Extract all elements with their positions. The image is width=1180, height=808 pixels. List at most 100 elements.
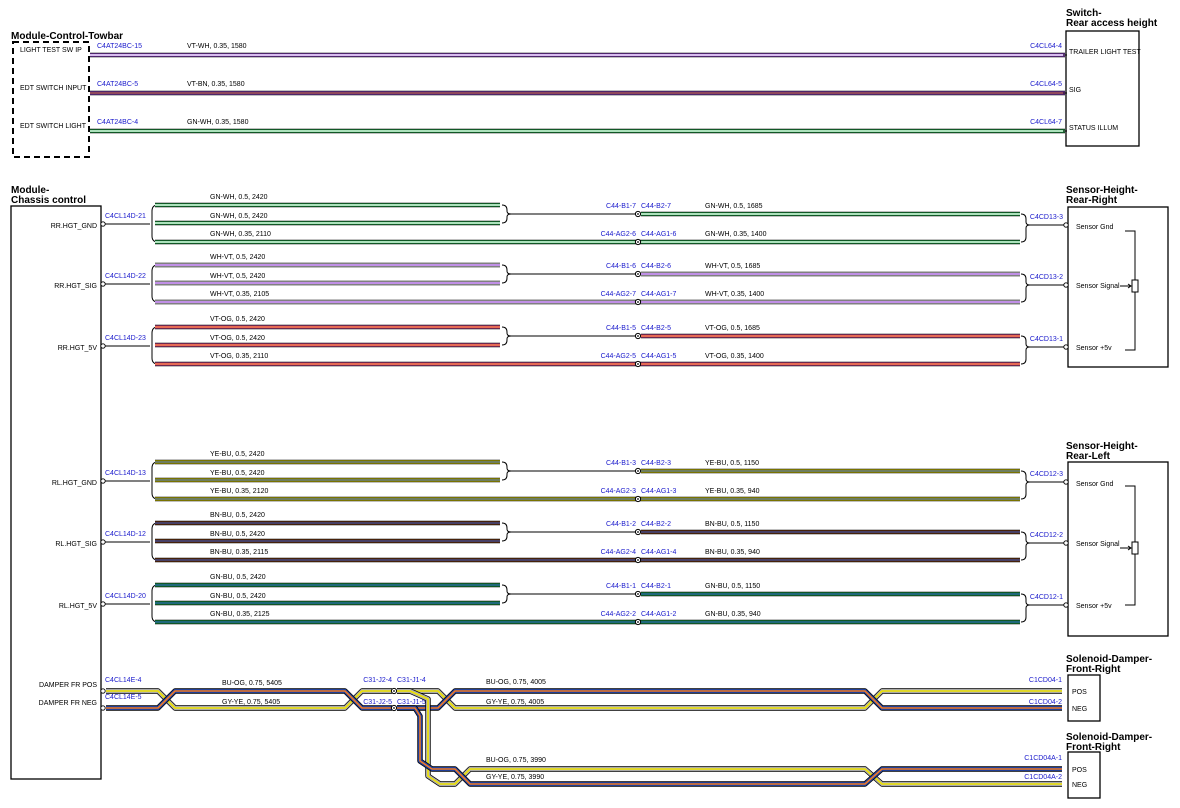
sensor-pin-terminal-2: [1063, 344, 1069, 350]
right-brace-1: [1020, 273, 1031, 303]
damper-fr-box: [1067, 674, 1101, 722]
sensor-right-label-b-5: GN-BU, 0.35, 940: [705, 611, 761, 618]
chassis-pin-conn-0: C4CL14D-21: [105, 213, 146, 220]
damper-pos-wire-left: [106, 688, 392, 711]
mid-brace-0: [501, 204, 512, 224]
damper-neg-wire-left: [106, 688, 392, 711]
conn-cd-4: C44-AG1-4: [641, 549, 677, 556]
mid-brace-4: [501, 522, 512, 542]
damper-fr2-box: [1067, 751, 1101, 799]
damper-fr2-pin-neg: NEG: [1072, 782, 1087, 789]
conn-cb-0: C44-B2-7: [641, 203, 671, 210]
sensor-wire-label-b-4: BN-BU, 0.5, 2420: [210, 531, 265, 538]
right-brace-5: [1020, 593, 1031, 623]
sensor-pin-terminal-0: [1063, 222, 1069, 228]
sensor-right-label-a-4: BN-BU, 0.5, 1150: [705, 521, 759, 528]
sensor-wire-label-a-3: YE-BU, 0.5, 2420: [210, 451, 265, 458]
sensor-right-label-b-3: YE-BU, 0.35, 940: [705, 488, 760, 495]
sensor-wire-label-c-0: GN-WH, 0.35, 2110: [210, 231, 271, 238]
sensor-pin-label-4: Sensor Signal: [1076, 541, 1120, 548]
sensor-rr-pot-bottom-lead: [1125, 292, 1136, 351]
left-brace-5: [151, 584, 159, 623]
conn-cc-3: C44-AG2-3: [601, 488, 637, 495]
conn-cd-1: C44-AG1-7: [641, 291, 677, 298]
conn-cb-1: C44-B2-6: [641, 263, 671, 270]
splice-lower-0-dot: [637, 241, 639, 243]
damper-neg-terminal: [100, 705, 106, 711]
sensor-pin-label-5: Sensor +5v: [1076, 603, 1112, 610]
chassis-pin-label-1: RR.HGT_SIG: [54, 283, 97, 290]
right-brace-2: [1020, 335, 1031, 365]
splice-upper-5-dot: [637, 593, 639, 595]
sensor-right-label-a-0: GN-WH, 0.5, 1685: [705, 203, 763, 210]
towbar-conn-right-0: C4CL64-4: [1030, 43, 1062, 50]
left-brace-0: [151, 204, 159, 243]
chassis-pin-label-7: DAMPER FR NEG: [39, 700, 97, 707]
sensor-right-label-a-1: WH-VT, 0.5, 1685: [705, 263, 760, 270]
damper-neg-wire-left-stripe: [106, 690, 392, 709]
sensor-rl-pot-wiper-arrow: [1127, 545, 1132, 551]
c31-conn-3: C31-J1-5: [397, 699, 426, 706]
sensor-pin-label-0: Sensor Gnd: [1076, 224, 1113, 231]
towbar-conn-right-2: C4CL64-7: [1030, 119, 1062, 126]
damper-end-neg: C1CD04-2: [1029, 699, 1062, 706]
mid-brace-3: [501, 461, 512, 481]
chassis-module-title-2: Chassis control: [11, 195, 86, 206]
towbar-pin-label-2: EDT SWITCH LIGHT: [20, 123, 87, 130]
sensor-rr-pot-top-lead: [1125, 230, 1136, 280]
towbar-wire-label-1: VT-BN, 0.35, 1580: [187, 81, 245, 88]
conn-cd-2: C44-AG1-5: [641, 353, 677, 360]
sensor-pin-terminal-1: [1063, 282, 1069, 288]
c31-splice-neg-dot: [393, 707, 395, 709]
sensor-right-label-a-3: YE-BU, 0.5, 1150: [705, 460, 759, 467]
sensor-wire-label-a-1: WH-VT, 0.5, 2420: [210, 254, 265, 261]
chassis-pin-conn-1: C4CL14D-22: [105, 273, 146, 280]
splice-lower-3-dot: [637, 498, 639, 500]
chassis-pin-label-5: RL.HGT_5V: [59, 603, 97, 610]
sensor-pin-label-1: Sensor Signal: [1076, 283, 1120, 290]
damper-neg-label: GY-YE, 0.75, 5405: [222, 699, 280, 706]
conn-ca-1: C44-B1-6: [606, 263, 636, 270]
c31-conn-2: C31-J2-5: [363, 699, 392, 706]
switch-height-title-2: Rear access height: [1066, 18, 1158, 29]
splice-lower-1-dot: [637, 301, 639, 303]
left-brace-3: [151, 461, 159, 500]
damper-fr2-pin-pos: POS: [1072, 767, 1087, 774]
switch-pin-label-1: SIG: [1069, 87, 1081, 94]
sensor-wire-label-a-5: GN-BU, 0.5, 2420: [210, 574, 266, 581]
sensor-right-label-b-4: BN-BU, 0.35, 940: [705, 549, 760, 556]
sensor-right-label-a-2: VT-OG, 0.5, 1685: [705, 325, 760, 332]
conn-cb-2: C44-B2-5: [641, 325, 671, 332]
conn-cd-0: C44-AG1-6: [641, 231, 677, 238]
chassis-module-title-1: Module-: [11, 185, 49, 196]
damper-fr-pin-neg: NEG: [1072, 706, 1087, 713]
sensor-wire-label-c-1: WH-VT, 0.35, 2105: [210, 291, 269, 298]
chassis-pin-label-4: RL.HGT_SIG: [55, 541, 97, 548]
sensor-wire-label-b-0: GN-WH, 0.5, 2420: [210, 213, 268, 220]
damper-pos-conn: C4CL14E-4: [105, 677, 142, 684]
sensor-wire-label-a-4: BN-BU, 0.5, 2420: [210, 512, 265, 519]
towbar-wire-label-0: VT-WH, 0.35, 1580: [187, 43, 247, 50]
sensor-rl-box: [1067, 461, 1169, 637]
splice-lower-5-dot: [637, 621, 639, 623]
damper-fr-title-1: Solenoid-Damper-: [1066, 654, 1152, 665]
sensor-rl-pot-resistor: [1131, 541, 1139, 555]
damper-fr2-title-1: Solenoid-Damper-: [1066, 732, 1152, 743]
damper-end2-pos: C1CD04A-1: [1024, 755, 1062, 762]
chassis-pin-terminal-4: [100, 539, 106, 545]
damper-pos-wire-right-stripe: [397, 690, 1062, 709]
chassis-pin-terminal-2: [100, 343, 106, 349]
sensor-wire-label-c-5: GN-BU, 0.35, 2125: [210, 611, 270, 618]
damper-pos-label: BU-OG, 0.75, 5405: [222, 680, 282, 687]
damper-b-neg-label: GY-YE, 0.75, 3990: [486, 774, 544, 781]
sensor-wire-label-b-3: YE-BU, 0.5, 2420: [210, 470, 265, 477]
damper-fr2-title-2: Front-Right: [1066, 742, 1121, 753]
sensor-pin-label-2: Sensor +5v: [1076, 345, 1112, 352]
c31-splice-pos-dot: [393, 690, 395, 692]
sensor-rl-pot-bottom-lead: [1125, 554, 1136, 606]
sensor-conn-end-2: C4CD13-1: [1030, 336, 1063, 343]
chassis-pin-terminal-3: [100, 478, 106, 484]
conn-ca-4: C44-B1-2: [606, 521, 636, 528]
splice-upper-4-dot: [637, 531, 639, 533]
chassis-pin-label-3: RL.HGT_GND: [52, 480, 97, 487]
